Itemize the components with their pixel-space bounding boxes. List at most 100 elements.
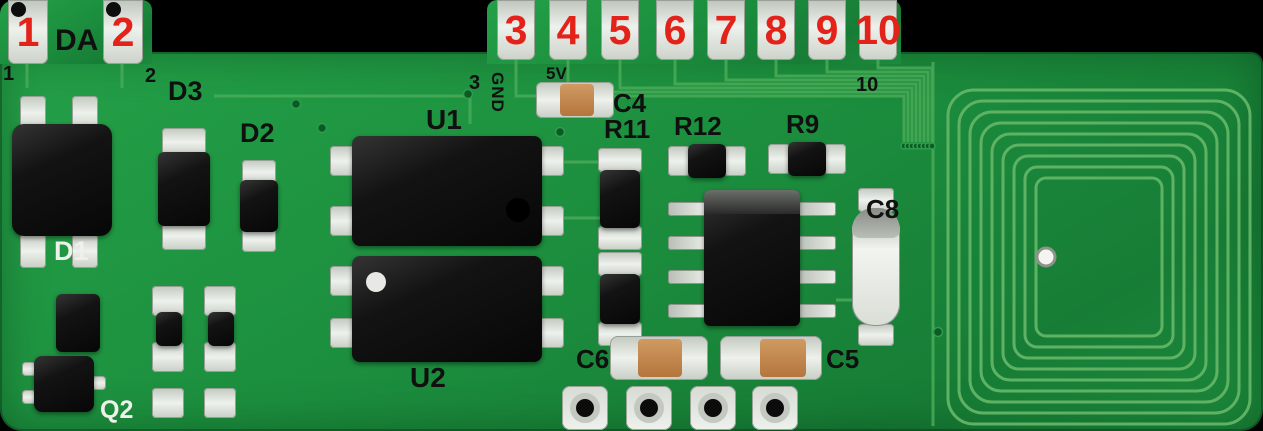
transistor-leg bbox=[22, 362, 36, 376]
silk-label-c4: C4 bbox=[613, 88, 647, 118]
silk-label-c6: C6 bbox=[576, 344, 610, 374]
pad-number-2: 2 bbox=[111, 8, 135, 55]
solder-pad bbox=[824, 144, 846, 174]
pad-hole-icon bbox=[11, 2, 26, 17]
ic-pin bbox=[798, 236, 836, 250]
solder-pad bbox=[668, 146, 690, 176]
mounting-hole-pad bbox=[626, 386, 672, 430]
pad-number-4: 4 bbox=[556, 6, 580, 53]
solder-pad bbox=[162, 128, 206, 156]
edge-pad-6: 6 bbox=[656, 0, 694, 60]
plated-hole-icon bbox=[570, 393, 600, 423]
transistor-leg bbox=[22, 390, 36, 404]
silk-label-q2: Q2 bbox=[100, 396, 134, 424]
silk-label-d1: D1 bbox=[54, 236, 89, 266]
component-r11-chip bbox=[600, 170, 640, 228]
u2-pin1-marker bbox=[366, 272, 386, 292]
c6-capacitor-dielectric bbox=[638, 339, 682, 377]
edge-pad-2: 2 bbox=[103, 0, 143, 64]
mounting-hole-pad bbox=[690, 386, 736, 430]
solder-pad bbox=[768, 144, 790, 174]
pad-number-3: 3 bbox=[504, 6, 528, 53]
solder-pad bbox=[330, 206, 356, 236]
edge-pad-7: 7 bbox=[707, 0, 745, 60]
silk-pin-number-3: 3 bbox=[469, 72, 481, 94]
soic8-top-face bbox=[704, 190, 800, 214]
solder-pad bbox=[538, 266, 564, 296]
edge-pad-3: 3 bbox=[497, 0, 535, 60]
edge-pad-1: 1 bbox=[8, 0, 48, 64]
silk-label-r9: R9 bbox=[786, 109, 820, 139]
silk-pin-number-1: 1 bbox=[3, 63, 15, 85]
plated-hole-icon bbox=[698, 393, 728, 423]
silk-label-5v: 5V bbox=[546, 64, 567, 83]
solder-pad bbox=[330, 266, 356, 296]
solder-pad bbox=[20, 234, 46, 268]
silk-label-r11: R11 bbox=[604, 114, 651, 144]
solder-pad bbox=[204, 342, 236, 372]
ic-pin bbox=[798, 202, 836, 216]
edge-pad-4: 4 bbox=[549, 0, 587, 60]
pad-hole-icon bbox=[106, 2, 121, 17]
ic-pin bbox=[668, 304, 706, 318]
u1-hole-marker bbox=[506, 198, 530, 222]
solder-pad bbox=[858, 324, 894, 346]
silk-label-r12: R12 bbox=[674, 111, 722, 141]
c4-capacitor-dielectric bbox=[560, 84, 594, 116]
component-d1-bridge-rectifier bbox=[12, 124, 112, 236]
solder-pad bbox=[152, 342, 184, 372]
pad-number-1: 1 bbox=[16, 8, 40, 55]
pad-number-7: 7 bbox=[714, 6, 738, 53]
pad-number-6: 6 bbox=[663, 6, 687, 53]
c8-capacitor-top bbox=[852, 208, 900, 238]
ic-pin bbox=[668, 270, 706, 284]
silk-label-c8: C8 bbox=[866, 194, 900, 224]
edge-pad-10: 10 bbox=[855, 0, 901, 60]
silk-label-d3: D3 bbox=[168, 76, 203, 106]
component-chip bbox=[600, 274, 640, 324]
solder-pad bbox=[724, 146, 746, 176]
pad-number-8: 8 bbox=[764, 6, 788, 53]
silk-pin-number-10: 10 bbox=[856, 74, 879, 96]
silk-pin-number-2: 2 bbox=[145, 65, 157, 87]
edge-pad-5: 5 bbox=[601, 0, 639, 60]
component-r9-chip bbox=[788, 142, 826, 176]
silk-label-u1: U1 bbox=[426, 104, 462, 135]
via-holes bbox=[290, 88, 944, 338]
component-above-q2 bbox=[56, 294, 100, 352]
solder-pad bbox=[538, 318, 564, 348]
transistor-leg bbox=[92, 376, 106, 390]
plated-hole-icon bbox=[760, 393, 790, 423]
component-q2-transistor bbox=[34, 356, 94, 412]
pad-number-9: 9 bbox=[815, 6, 839, 53]
component-u2-ic bbox=[352, 256, 542, 362]
edge-pad-8: 8 bbox=[757, 0, 795, 60]
solder-pad bbox=[152, 388, 184, 418]
plated-hole-icon bbox=[634, 393, 664, 423]
silk-label-c5: C5 bbox=[826, 344, 860, 374]
silk-label-d2: D2 bbox=[240, 118, 275, 148]
solder-pad bbox=[72, 234, 98, 268]
solder-pad bbox=[330, 146, 356, 176]
solder-pad bbox=[242, 228, 276, 252]
solder-pad bbox=[152, 286, 184, 316]
component-d2-diode bbox=[240, 180, 278, 232]
component-u1-ic bbox=[352, 136, 542, 246]
solder-pad bbox=[598, 148, 642, 172]
edge-pad-9: 9 bbox=[808, 0, 846, 60]
component-chip bbox=[208, 312, 234, 346]
component-d3-diode bbox=[158, 152, 210, 226]
mounting-hole-pad bbox=[562, 386, 608, 430]
pad-number-10: 10 bbox=[855, 6, 901, 53]
mounting-hole-pad bbox=[752, 386, 798, 430]
solder-pad bbox=[598, 226, 642, 250]
silk-label-gnd: GND bbox=[488, 72, 507, 113]
ic-pin bbox=[668, 202, 706, 216]
pad-number-5: 5 bbox=[608, 6, 632, 53]
silk-label-u2: U2 bbox=[410, 362, 446, 393]
solder-pad bbox=[204, 388, 236, 418]
antenna-center-hole bbox=[1035, 246, 1057, 268]
solder-pad bbox=[204, 286, 236, 316]
ic-pin bbox=[668, 236, 706, 250]
